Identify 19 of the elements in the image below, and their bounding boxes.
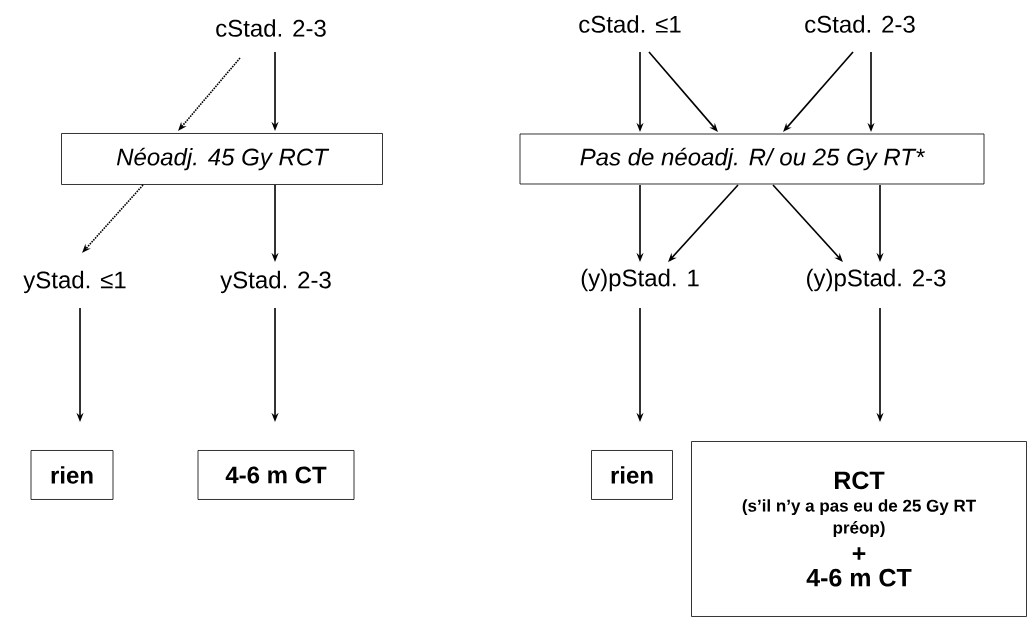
outcome-box: RCT (s’il n’y a pas eu de 25 Gy RT préop) + 4-6 m CT: [691, 441, 1027, 617]
treatment-box: Pas de néoadj. R/ ou 25 Gy RT*: [519, 133, 985, 185]
outcome-box: 4-6 m CT: [197, 450, 355, 500]
arrow: [82, 184, 144, 253]
stage-label: yStad. ≤1: [23, 270, 126, 294]
arrow: [648, 51, 718, 132]
outcome-box: rien: [30, 450, 114, 500]
treatment-box: Néoadj. 45 Gy RCT: [61, 133, 383, 185]
arrow: [178, 57, 241, 131]
arrow: [772, 184, 843, 262]
stage-label: yStad. 2-3: [220, 270, 331, 294]
stage-label: cStad. ≤1: [579, 15, 681, 33]
stage-label: (y)pStad. 1: [581, 268, 699, 292]
stage-label: cStad. 2-3: [216, 19, 326, 37]
stage-label: (y)pStad. 2-3: [807, 268, 946, 292]
outcome-box: rien: [591, 450, 673, 500]
arrow: [783, 51, 854, 132]
stage-label: cStad. 2-3: [805, 15, 915, 33]
arrow: [668, 184, 739, 262]
